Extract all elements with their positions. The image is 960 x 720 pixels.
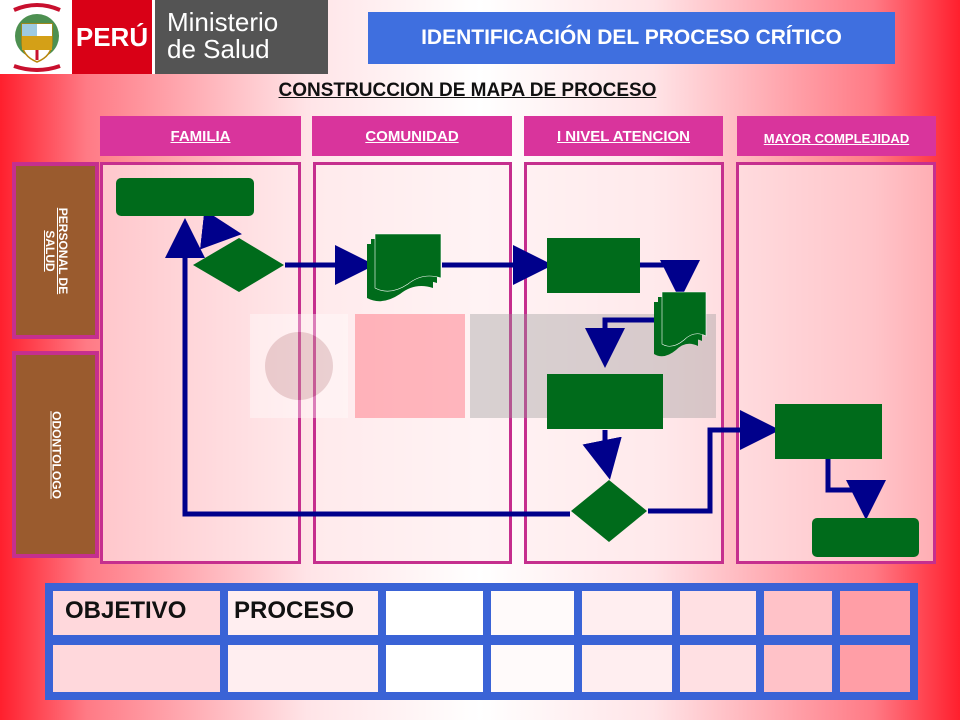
page-title: IDENTIFICACIÓN DEL PROCESO CRÍTICO	[368, 12, 895, 64]
row-header-personal-de-salud: PERSONAL DE SALUD	[12, 162, 99, 339]
table-cell	[680, 591, 756, 635]
ministry-line-1: Ministerio	[167, 7, 279, 37]
flow-arrow-6	[582, 430, 622, 480]
table-cell	[386, 645, 483, 692]
flow-arrow-8	[648, 410, 780, 514]
process-box-end	[812, 518, 919, 557]
process-box-mayor-complejidad	[775, 404, 882, 459]
table-cell	[680, 645, 756, 692]
diagram-subtitle: CONSTRUCCION DE MAPA DE PROCESO	[0, 80, 935, 102]
flow-arrow-4	[640, 260, 700, 300]
table-cell	[840, 645, 910, 692]
process-box-i-nivel-2	[547, 374, 663, 429]
flow-arrow-7	[165, 218, 570, 517]
table-cell	[764, 645, 832, 692]
table-cell	[582, 645, 672, 692]
table-header-objetivo-text: OBJETIVO	[65, 597, 187, 624]
flow-arrow-5	[585, 317, 655, 368]
objective-process-table: OBJETIVO PROCESO	[45, 583, 918, 700]
coat-of-arms-icon	[13, 3, 61, 72]
lane-comunidad	[313, 162, 512, 564]
table-cell	[491, 645, 574, 692]
row-header-odontologo: ODONTOLOGO	[12, 351, 99, 558]
multi-document-comunidad	[367, 233, 442, 302]
table-cell	[228, 645, 378, 692]
column-header-familia: FAMILIA	[100, 116, 301, 156]
column-header-i-nivel-atencion: I NIVEL ATENCION	[524, 116, 723, 156]
lane-mayor-complejidad	[736, 162, 936, 564]
table-cell	[53, 645, 220, 692]
diagram-subtitle-text: CONSTRUCCION DE MAPA DE PROCESO	[278, 80, 657, 101]
table-cell	[386, 591, 483, 635]
ministry-line-2: de Salud	[167, 34, 270, 64]
multi-document-i-nivel	[654, 291, 707, 357]
decision-diamond-familia	[193, 238, 284, 292]
table-cell	[582, 591, 672, 635]
table-header-objetivo: OBJETIVO	[53, 591, 220, 635]
column-header-mayor-complejidad: MAYOR COMPLEJIDAD	[737, 116, 936, 156]
process-box-start	[116, 178, 254, 216]
table-cell	[764, 591, 832, 635]
flow-arrow-9	[825, 458, 886, 520]
process-box-i-nivel-1	[547, 238, 640, 293]
peru-label: PERÚ	[72, 0, 152, 74]
table-cell	[840, 591, 910, 635]
flow-arrow-1	[199, 209, 242, 250]
table-header-proceso-text: PROCESO	[234, 597, 355, 624]
decision-diamond-i-nivel	[571, 480, 647, 542]
ministry-name: Ministerio de Salud	[155, 0, 328, 74]
column-header-comunidad: COMUNIDAD	[312, 116, 512, 156]
table-cell	[491, 591, 574, 635]
ministry-logo: PERÚ Ministerio de Salud	[0, 0, 328, 74]
table-header-proceso: PROCESO	[228, 591, 378, 635]
